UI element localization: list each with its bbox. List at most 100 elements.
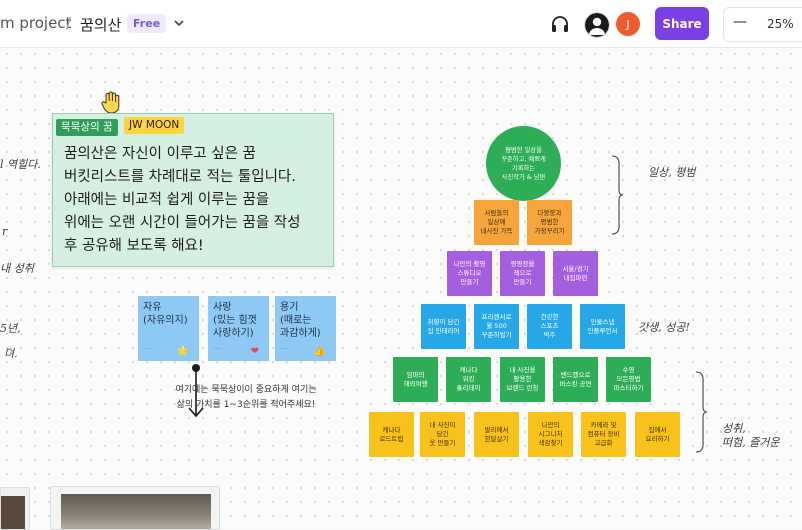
dream-line: 고급화 — [594, 439, 613, 447]
dream-line: 버스킹 공연 — [559, 379, 592, 388]
value-line: 과감하게) — [280, 328, 321, 339]
dream-line: 스포츠 — [540, 322, 559, 330]
dream-line: 만들기 — [460, 278, 479, 286]
dream-line: 색감찾기 — [538, 439, 563, 447]
handwriting-fragment: l 역힐다. — [0, 158, 41, 171]
handwriting-fragment: r — [2, 225, 8, 238]
dream-line: 건강한 — [540, 313, 559, 321]
annotation-success: 갓생, 성공! — [638, 321, 690, 334]
dream-line: 꾸준하고, 예쁘게 — [501, 155, 546, 163]
description-text: 꿈의산은 자신이 이루고 싶은 꿈 버킷리스트를 차례대로 적는 툴입니다. 아… — [64, 143, 332, 258]
avatar[interactable] — [584, 12, 610, 38]
dream-line: 브랜드 런칭 — [506, 384, 539, 392]
dream-line: 인플루언서 — [587, 326, 618, 335]
down-arrow-connector[interactable] — [185, 363, 207, 421]
dream-line: 엄마의 — [406, 370, 425, 379]
heart-icon: ❤ — [250, 346, 259, 357]
value-line: (있는 힘껏 — [213, 315, 257, 326]
value-line: 사랑 — [213, 302, 232, 313]
breadcrumb-project[interactable]: m project — [0, 14, 72, 32]
value-line: (때로는 — [280, 315, 312, 326]
zoom-level[interactable]: 25% — [767, 17, 794, 31]
value-sticky-note[interactable]: 자유 (자유의지) ····· ⭐ — [138, 296, 199, 361]
handwriting-fragment: 뎌. — [4, 347, 18, 360]
note-author-mark: ····· — [280, 346, 288, 352]
dream-line: 만들기 — [513, 278, 532, 286]
description-line: 위에는 오랜 시간이 들어가는 꿈을 작성 — [64, 215, 301, 231]
dream-line: 카메라 및 — [590, 421, 617, 429]
bracket-mark — [611, 155, 624, 235]
avatar-initial[interactable]: J — [616, 12, 640, 36]
annotation-daily-life: 일상, 평범 — [648, 166, 696, 179]
value-line: 자유 — [143, 302, 162, 313]
photo-card[interactable] — [50, 486, 220, 530]
description-line: 아래에는 비교적 쉽게 이루는 꿈을 — [64, 192, 270, 208]
dream-line: 밴드했으로 — [560, 370, 591, 379]
bracket-mark — [695, 371, 708, 453]
value-sticky-note[interactable]: 사랑 (있는 힘껏 사랑하기) ····· ❤ — [208, 296, 269, 361]
dream-line: 활용한 — [513, 375, 532, 383]
board-title[interactable]: 꿈의산 — [80, 16, 122, 34]
caption-line: 여기에는 묵묵상이이 중요하게 여기는 — [175, 385, 317, 395]
dream-line: 꾸준히벌기 — [481, 331, 512, 339]
dream-line: 다붕붕과 — [537, 209, 562, 217]
description-line: 버킷리스트를 차례대로 적는 툴입니다. — [64, 169, 296, 185]
value-sticky-note[interactable]: 용기 (때로는 과감하게) ····· 👍 — [275, 296, 336, 361]
value-line: 용기 — [280, 302, 299, 313]
dream-line: 가정꾸리기 — [534, 227, 565, 235]
dream-line: 내 사진이 — [429, 421, 456, 429]
headphones-icon[interactable] — [549, 13, 571, 35]
share-button[interactable]: Share — [655, 7, 709, 40]
photo-card[interactable] — [0, 487, 30, 530]
dream-line: 평범한 일상을 — [505, 146, 542, 154]
photo-thumbnail — [1, 496, 25, 529]
dream-line: 내사진 가득 — [480, 227, 513, 235]
chevron-down-icon[interactable] — [172, 16, 186, 30]
description-sticky-note[interactable]: 꿈의산은 자신이 이루고 싶은 꿈 버킷리스트를 차례대로 적는 툴입니다. 아… — [52, 113, 334, 267]
dream-line: 내 사진을 — [509, 366, 536, 374]
dream-line: 로드트립 — [379, 434, 404, 443]
dream-line: 해외여행 — [403, 379, 428, 388]
description-line: 꿈의산은 자신이 이루고 싶은 꿈 — [64, 146, 256, 162]
value-line: 사랑하기) — [213, 328, 254, 339]
top-dream-circle[interactable]: 평범한 일상을 꾸준하고, 예쁘게 기록하는 사진작가 & 남편 — [486, 126, 561, 201]
photo-thumbnail — [61, 494, 211, 529]
dream-line: 집에서 — [648, 425, 667, 434]
breadcrumb-separator: / — [66, 14, 72, 32]
zoom-out-button[interactable]: — — [733, 14, 747, 30]
dream-line: 캐나다 — [459, 366, 478, 374]
dream-line: 내집마련 — [563, 273, 588, 282]
dream-line: 컴퓨터 장비 — [587, 430, 620, 438]
